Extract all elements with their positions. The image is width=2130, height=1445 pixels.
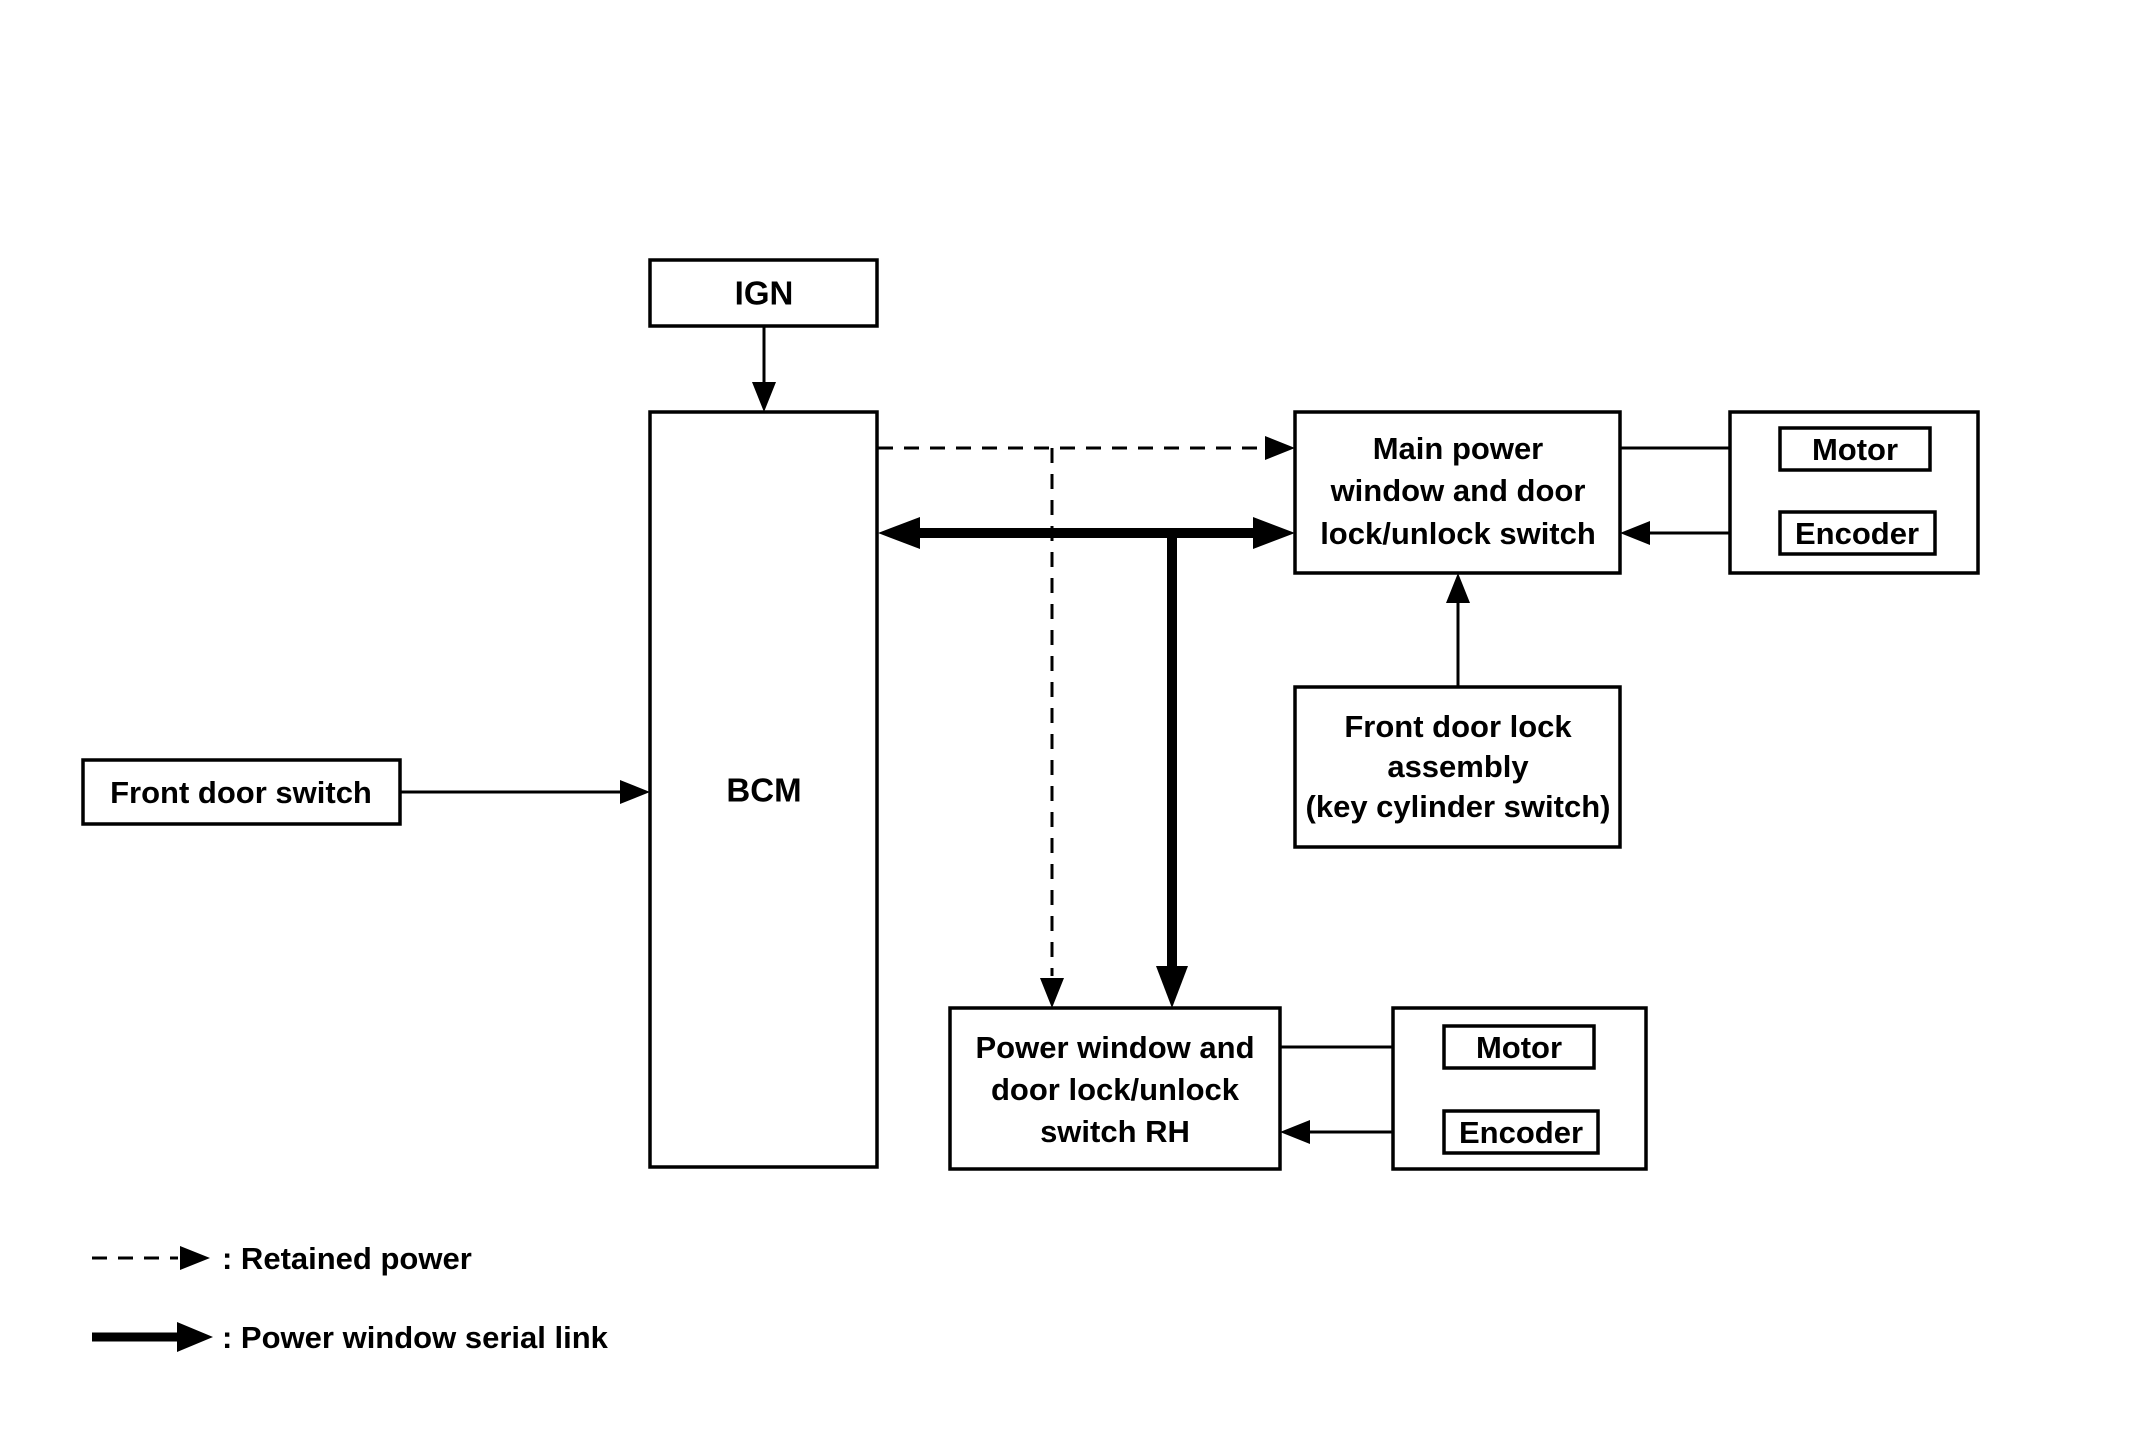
node-bcm: BCM [648,410,879,1169]
ign-box [648,258,879,328]
rh-encoder-box [1442,1109,1600,1155]
node-rh-switch: Power window and door lock/unlock switch… [948,1006,1282,1171]
rh-motor-label: Motor [1476,1030,1562,1065]
rh-switch-box [948,1006,1282,1171]
rh-motor-box [1442,1024,1596,1070]
bcm-label: BCM [726,772,801,809]
node-front-door-lock-assembly: Front door lock assembly (key cylinder s… [1293,685,1622,849]
arrow-serial-link-bcm-main [878,517,1295,549]
node-main-switch: Main power window and door lock/unlock s… [1293,410,1622,575]
front-motor-label: Motor [1812,432,1898,467]
front-door-lock-label-line3: (key cylinder switch) [1306,789,1611,824]
arrowhead-right-icon [1253,517,1295,549]
rh-encoder-label: Encoder [1459,1115,1583,1150]
legend-retained-power: : Retained power [92,1241,472,1276]
arrow-front-door-switch-to-bcm [400,780,650,804]
arrow-retained-power-to-main-switch [878,436,1295,460]
front-door-switch-label: Front door switch [110,775,372,810]
rh-switch-label-line1: Power window and [975,1030,1254,1065]
arrow-ign-to-bcm [752,326,776,412]
arrowhead-up-icon [1446,573,1470,603]
main-switch-label-line1: Main power [1373,431,1544,466]
front-encoder-box [1778,510,1937,556]
rh-switch-label-line3: switch RH [1040,1114,1190,1149]
node-ign: IGN [648,258,879,328]
legend: : Retained power : Power window serial l… [92,1241,609,1355]
legend-serial-link: : Power window serial link [92,1320,609,1355]
bcm-box [648,410,879,1169]
main-switch-label-line2: window and door [1330,473,1586,508]
main-switch-box [1293,410,1622,575]
legend-serial-link-label: : Power window serial link [222,1320,609,1355]
arrowhead-down-icon [1040,978,1064,1008]
front-door-lock-box [1293,685,1622,849]
main-switch-label-line3: lock/unlock switch [1320,516,1596,551]
arrowhead-right-icon [1265,436,1295,460]
arrowhead-left-icon [1620,521,1650,545]
front-door-lock-label-line1: Front door lock [1344,709,1572,744]
node-front-motor-encoder-cluster: Motor Encoder [1728,410,1980,575]
legend-retained-power-label: : Retained power [222,1241,472,1276]
arrow-door-lock-to-main-switch [1446,573,1470,687]
arrowhead-down-icon [752,382,776,412]
front-door-lock-label-line2: assembly [1387,749,1529,784]
arrowhead-right-icon [180,1246,210,1270]
front-encoder-label: Encoder [1795,516,1919,551]
arrowhead-left-icon [1280,1120,1310,1144]
front-motor-box [1778,426,1932,472]
front-door-switch-box [81,758,402,826]
ign-label: IGN [735,275,794,312]
arrowhead-down-icon [1156,966,1188,1008]
arrow-serial-link-to-rh-switch [1156,533,1188,1008]
arrowhead-right-icon [620,780,650,804]
arrowhead-left-icon [878,517,920,549]
node-front-door-switch: Front door switch [81,758,402,826]
rh-switch-label-line2: door lock/unlock [991,1072,1240,1107]
node-rh-motor-encoder-cluster: Motor Encoder [1391,1006,1648,1171]
arrowhead-right-icon [177,1322,213,1352]
